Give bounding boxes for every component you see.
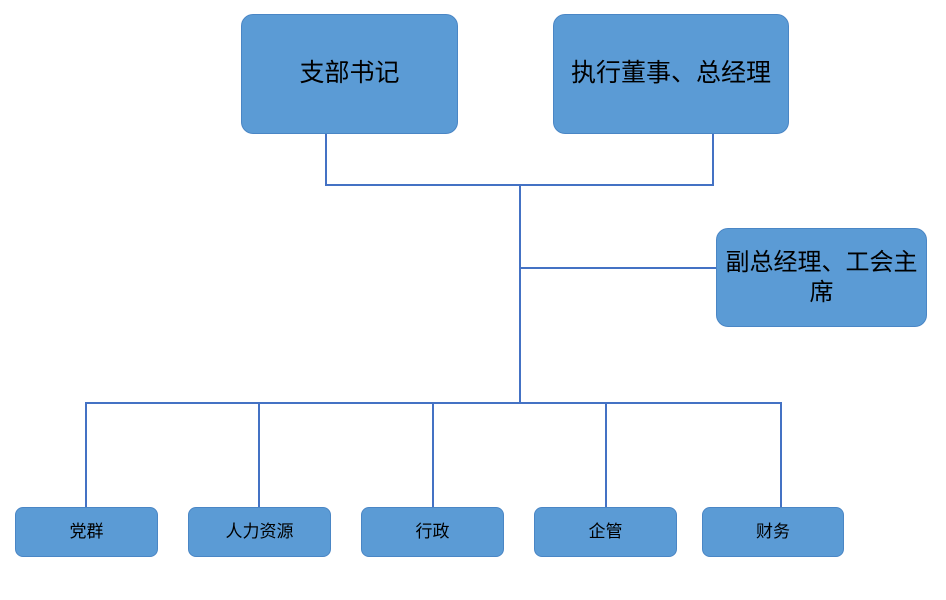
node-deputy-gm-union-chair-label: 副总经理、工会主席	[725, 248, 918, 306]
node-executive-director-gm-label: 执行董事、总经理	[570, 59, 771, 88]
connector-drop-xingzheng	[432, 402, 434, 507]
connector-deputy-gm-branch	[519, 267, 717, 269]
node-executive-director-gm[interactable]: 执行董事、总经理	[553, 14, 789, 134]
connector-party-secretary-drop	[325, 134, 327, 186]
connector-drop-caiwu	[780, 402, 782, 507]
node-department-caiwu[interactable]: 财务	[702, 507, 844, 557]
node-department-qiguan[interactable]: 企管	[534, 507, 677, 557]
connector-central-spine	[519, 184, 521, 403]
node-department-renliziyuan-label: 人力资源	[225, 522, 294, 542]
node-department-dangqun-label: 党群	[69, 522, 104, 542]
connector-drop-qiguan	[605, 402, 607, 507]
node-department-dangqun[interactable]: 党群	[15, 507, 158, 557]
node-party-secretary-label: 支部书记	[299, 59, 400, 88]
node-department-renliziyuan[interactable]: 人力资源	[188, 507, 331, 557]
node-department-qiguan-label: 企管	[588, 522, 623, 542]
connector-drop-renliziyuan	[258, 402, 260, 507]
node-department-caiwu-label: 财务	[756, 522, 790, 542]
node-department-xingzheng-label: 行政	[415, 522, 450, 542]
connector-drop-dangqun	[85, 402, 87, 507]
node-deputy-gm-union-chair[interactable]: 副总经理、工会主席	[716, 228, 927, 327]
node-party-secretary[interactable]: 支部书记	[241, 14, 458, 134]
connector-executive-director-drop	[712, 134, 714, 186]
node-department-xingzheng[interactable]: 行政	[361, 507, 504, 557]
